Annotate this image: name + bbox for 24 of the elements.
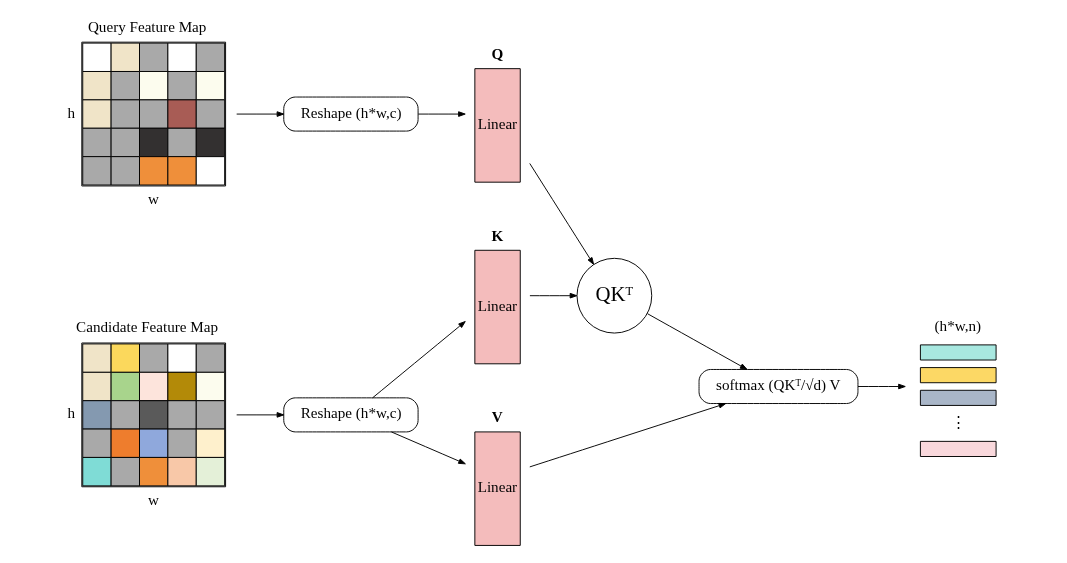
- node-label: V: [491, 409, 503, 426]
- node-label: w: [148, 190, 159, 207]
- arrow: [529, 292, 578, 299]
- node-label: Candidate Feature Map: [76, 319, 219, 336]
- node-label: K: [491, 227, 504, 244]
- arrow: [236, 111, 285, 117]
- arrow: [372, 321, 466, 399]
- node-label: w: [148, 491, 159, 508]
- arrow: [857, 383, 906, 390]
- arrow: [417, 111, 466, 117]
- arrow: [390, 431, 466, 465]
- node-box: Reshape (h*w,c): [283, 96, 419, 132]
- label: ⋮: [950, 413, 966, 430]
- node-label: h: [67, 405, 76, 422]
- arrow: [529, 402, 727, 468]
- node-label: Q: [491, 46, 504, 63]
- arrow: [646, 313, 748, 370]
- node-box: softmax (QKᵀ/√d) V: [698, 369, 859, 404]
- node-label: h: [67, 104, 76, 121]
- node-box: Reshape (h*w,c): [283, 397, 419, 433]
- arrow: [236, 412, 285, 418]
- node-label: Query Feature Map: [87, 18, 207, 35]
- node-label: (h*w,n): [934, 317, 982, 334]
- arrow: [529, 162, 595, 265]
